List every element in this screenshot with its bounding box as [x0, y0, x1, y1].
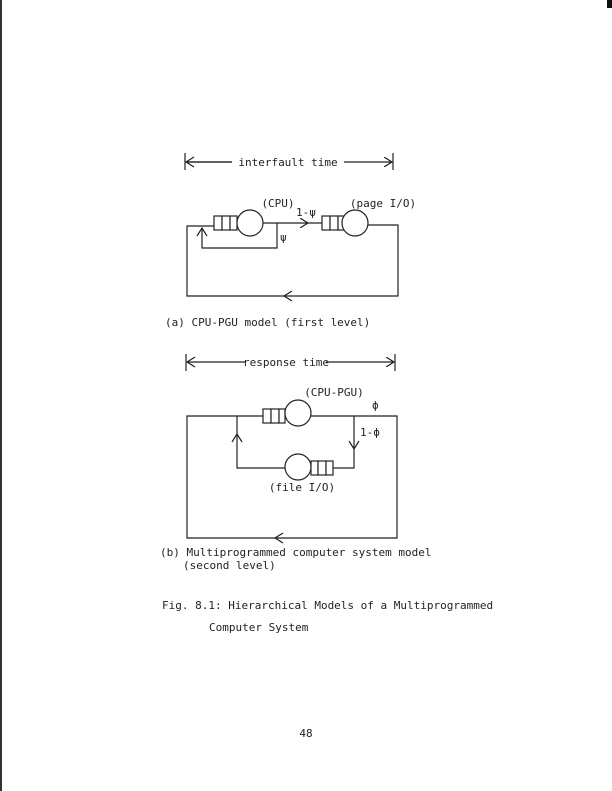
cpu-queue [213, 215, 238, 231]
interfault-time-span: interfault time [184, 153, 394, 170]
figure-caption-line2: Computer System [209, 621, 309, 634]
scan-mark [607, 0, 612, 8]
cpu-pgu-label: (CPU-PGU) [304, 386, 364, 399]
page-io-server [341, 209, 369, 237]
file-io-queue [310, 460, 334, 476]
cpu-server [236, 209, 264, 237]
file-io-server [284, 453, 312, 481]
page-io-label: (page I/O) [350, 197, 416, 210]
loop-label: ψ [280, 231, 287, 244]
caption-a: (a) CPU-PGU model (first level) [165, 316, 370, 329]
branch-label: 1-ϕ [360, 426, 380, 439]
branch-out-label: 1-ψ [296, 206, 316, 219]
page-number: 48 [299, 727, 312, 740]
cpu-pgu-server [284, 399, 312, 427]
file-io-label: (file I/O) [269, 481, 335, 494]
response-time-span: response time [185, 354, 396, 371]
diagram-b: response time (CPU-PGU) ϕ 1-ϕ (file I/O)… [160, 354, 432, 572]
caption-b-line1: (b) Multiprogrammed computer system mode… [160, 546, 432, 559]
interfault-time-label: interfault time [238, 156, 337, 169]
cpu-pgu-queue [262, 408, 286, 424]
exit-label: ϕ [372, 399, 379, 412]
return-arrow [282, 290, 293, 302]
cpu-label: (CPU) [261, 197, 294, 210]
diagram-a: interfault time (CPU) (page I/O) 1-ψ ψ (… [165, 153, 416, 329]
figure-caption-line1: Fig. 8.1: Hierarchical Models of a Multi… [162, 599, 493, 612]
response-time-label: response time [243, 356, 329, 369]
return-arrow [273, 532, 284, 544]
scan-edge [0, 0, 2, 791]
caption-b-line2: (second level) [183, 559, 276, 572]
